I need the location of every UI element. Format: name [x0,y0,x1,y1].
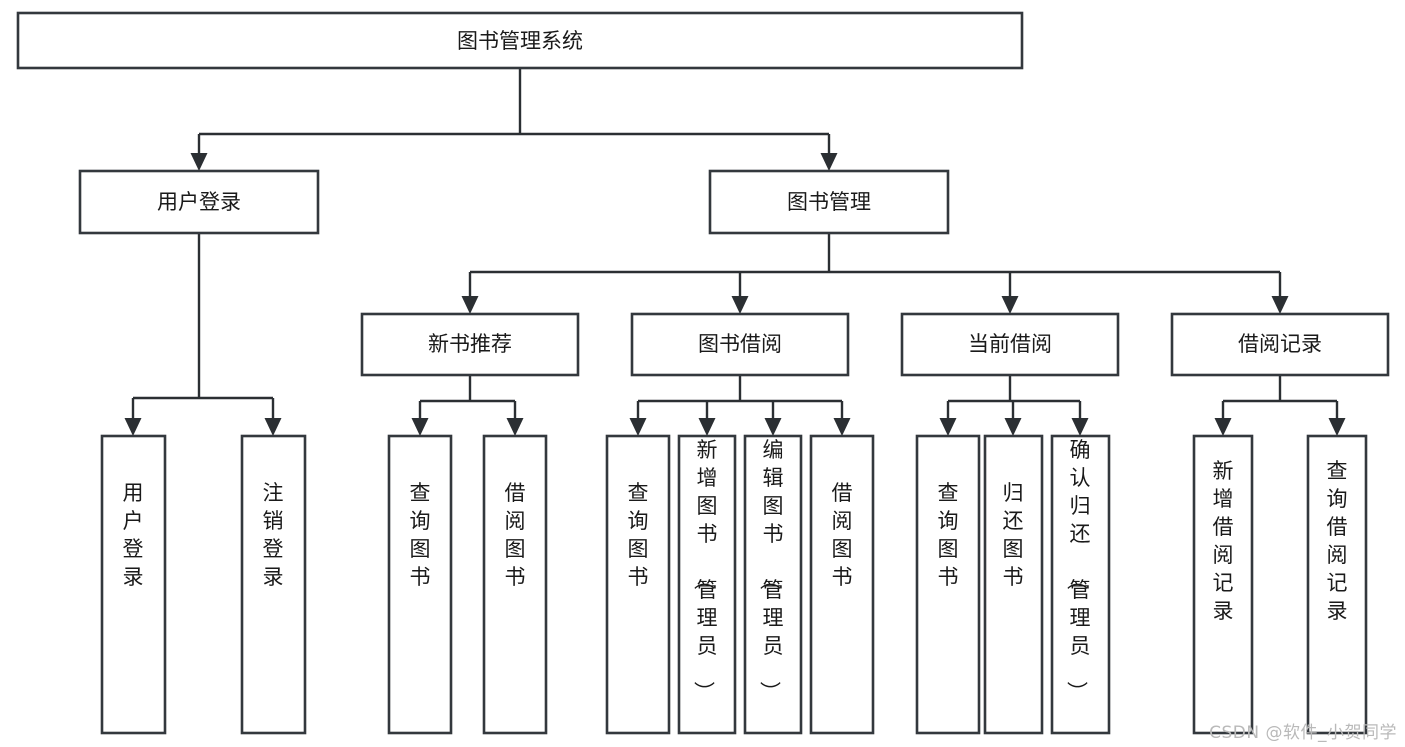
node-leaf-borrow-book-2[interactable]: 借阅图书 [809,434,875,735]
node-leaf-add-borrow-record-label: 新增借阅记录 [1213,459,1234,623]
arrow-to-leaf-user-logout [264,418,282,436]
arrow-to-current-borrow [1001,296,1019,314]
node-leaf-add-borrow-record-box[interactable] [1192,434,1254,735]
node-root[interactable]: 图书管理系统 [16,11,1024,70]
arrow-to-book-borrow [731,296,749,314]
node-leaf-return-book-label: 归还图书 [1003,481,1024,589]
node-book-borrow[interactable]: 图书借阅 [630,312,850,377]
node-leaf-borrow-book-2-label: 借阅图书 [832,481,853,589]
node-user-login-box[interactable] [78,169,320,235]
node-user-login[interactable]: 用户登录 [78,169,320,235]
leaf-nodes-group: 用户登录 注销登录 查询图书 借阅图书 查询图书 新增图书（管理员） 编辑图书（… [100,434,1368,735]
node-leaf-edit-book-admin-box[interactable] [743,434,803,735]
arrow-to-leaf-user-login [124,418,142,436]
node-book-borrow-label: 图书借阅 [698,332,782,356]
arrow-to-leaf-edit-book-admin [764,418,782,436]
node-leaf-borrow-book-1-label: 借阅图书 [505,481,526,589]
node-leaf-query-borrow-record-label: 查询借阅记录 [1327,459,1348,623]
node-book-borrow-box[interactable] [630,312,850,377]
node-leaf-query-book-2-label: 查询图书 [628,481,649,589]
arrow-to-leaf-confirm-return-admin [1071,418,1089,436]
node-new-book-recommend-label: 新书推荐 [428,332,512,356]
node-leaf-add-borrow-record[interactable]: 新增借阅记录 [1192,434,1254,735]
connector-group-user-login [124,233,282,436]
node-borrow-record-box[interactable] [1170,312,1390,377]
connector-group-current-borrow [939,375,1089,436]
node-current-borrow[interactable]: 当前借阅 [900,312,1120,377]
node-leaf-user-logout-label: 注销登录 [263,481,284,589]
node-leaf-confirm-return-admin-box[interactable] [1050,434,1111,735]
node-book-management-box[interactable] [708,169,950,235]
node-user-login-label: 用户登录 [157,190,241,214]
arrow-to-book-management [820,153,838,171]
node-root-label: 图书管理系统 [457,29,583,53]
node-leaf-query-book-2-box[interactable] [605,434,671,735]
node-leaf-return-book-box[interactable] [983,434,1044,735]
arrow-to-leaf-query-borrow-record [1328,418,1346,436]
node-borrow-record-label: 借阅记录 [1238,332,1322,356]
node-leaf-borrow-book-1-box[interactable] [482,434,548,735]
connector-group-book-borrow [629,375,851,436]
connector-group-book-management [461,233,1289,314]
node-leaf-add-book-admin[interactable]: 新增图书（管理员） [677,434,737,735]
arrow-to-leaf-query-book-3 [939,418,957,436]
node-leaf-user-login-label: 用户登录 [123,481,144,589]
node-current-borrow-label: 当前借阅 [968,332,1052,356]
node-leaf-query-book-3-label: 查询图书 [938,481,959,589]
connector-group-new-book-recommend [411,375,524,436]
node-leaf-query-book-1-box[interactable] [387,434,453,735]
arrow-to-leaf-add-borrow-record [1214,418,1232,436]
node-leaf-edit-book-admin[interactable]: 编辑图书（管理员） [743,434,803,735]
arrow-to-leaf-borrow-book-2 [833,418,851,436]
node-current-borrow-box[interactable] [900,312,1120,377]
node-leaf-user-logout[interactable]: 注销登录 [240,434,307,735]
node-leaf-query-borrow-record[interactable]: 查询借阅记录 [1306,434,1368,735]
arrow-to-leaf-return-book [1004,418,1022,436]
node-new-book-recommend[interactable]: 新书推荐 [360,312,580,377]
node-leaf-borrow-book-2-box[interactable] [809,434,875,735]
node-leaf-user-logout-box[interactable] [240,434,307,735]
arrow-to-leaf-query-book-1 [411,418,429,436]
arrow-to-user-login [190,153,208,171]
node-leaf-add-book-admin-label: 新增图书（管理员） [692,438,718,702]
node-leaf-query-book-1-label: 查询图书 [410,481,431,589]
arrow-to-leaf-add-book-admin [698,418,716,436]
arrow-to-leaf-query-book-2 [629,418,647,436]
node-book-management-label: 图书管理 [787,190,871,214]
node-leaf-query-book-3-box[interactable] [915,434,981,735]
node-leaf-query-borrow-record-box[interactable] [1306,434,1368,735]
connector-group-borrow-record [1214,375,1346,436]
node-new-book-recommend-box[interactable] [360,312,580,377]
connector-group-root [190,68,838,171]
arrow-to-borrow-record [1271,296,1289,314]
node-borrow-record[interactable]: 借阅记录 [1170,312,1390,377]
arrow-to-leaf-borrow-book-1 [506,418,524,436]
node-leaf-borrow-book-1[interactable]: 借阅图书 [482,434,548,735]
node-leaf-confirm-return-admin[interactable]: 确认归还（管理员） [1050,434,1111,735]
node-leaf-add-book-admin-box[interactable] [677,434,737,735]
node-leaf-edit-book-admin-label: 编辑图书（管理员） [758,438,784,702]
node-leaf-query-book-1[interactable]: 查询图书 [387,434,453,735]
arrow-to-new-book-recommend [461,296,479,314]
node-leaf-query-book-2[interactable]: 查询图书 [605,434,671,735]
node-leaf-user-login[interactable]: 用户登录 [100,434,167,735]
node-book-management[interactable]: 图书管理 [708,169,950,235]
node-root-box[interactable] [16,11,1024,70]
node-leaf-confirm-return-admin-label: 确认归还（管理员） [1065,438,1091,702]
node-leaf-user-login-box[interactable] [100,434,167,735]
node-leaf-return-book[interactable]: 归还图书 [983,434,1044,735]
node-leaf-query-book-3[interactable]: 查询图书 [915,434,981,735]
